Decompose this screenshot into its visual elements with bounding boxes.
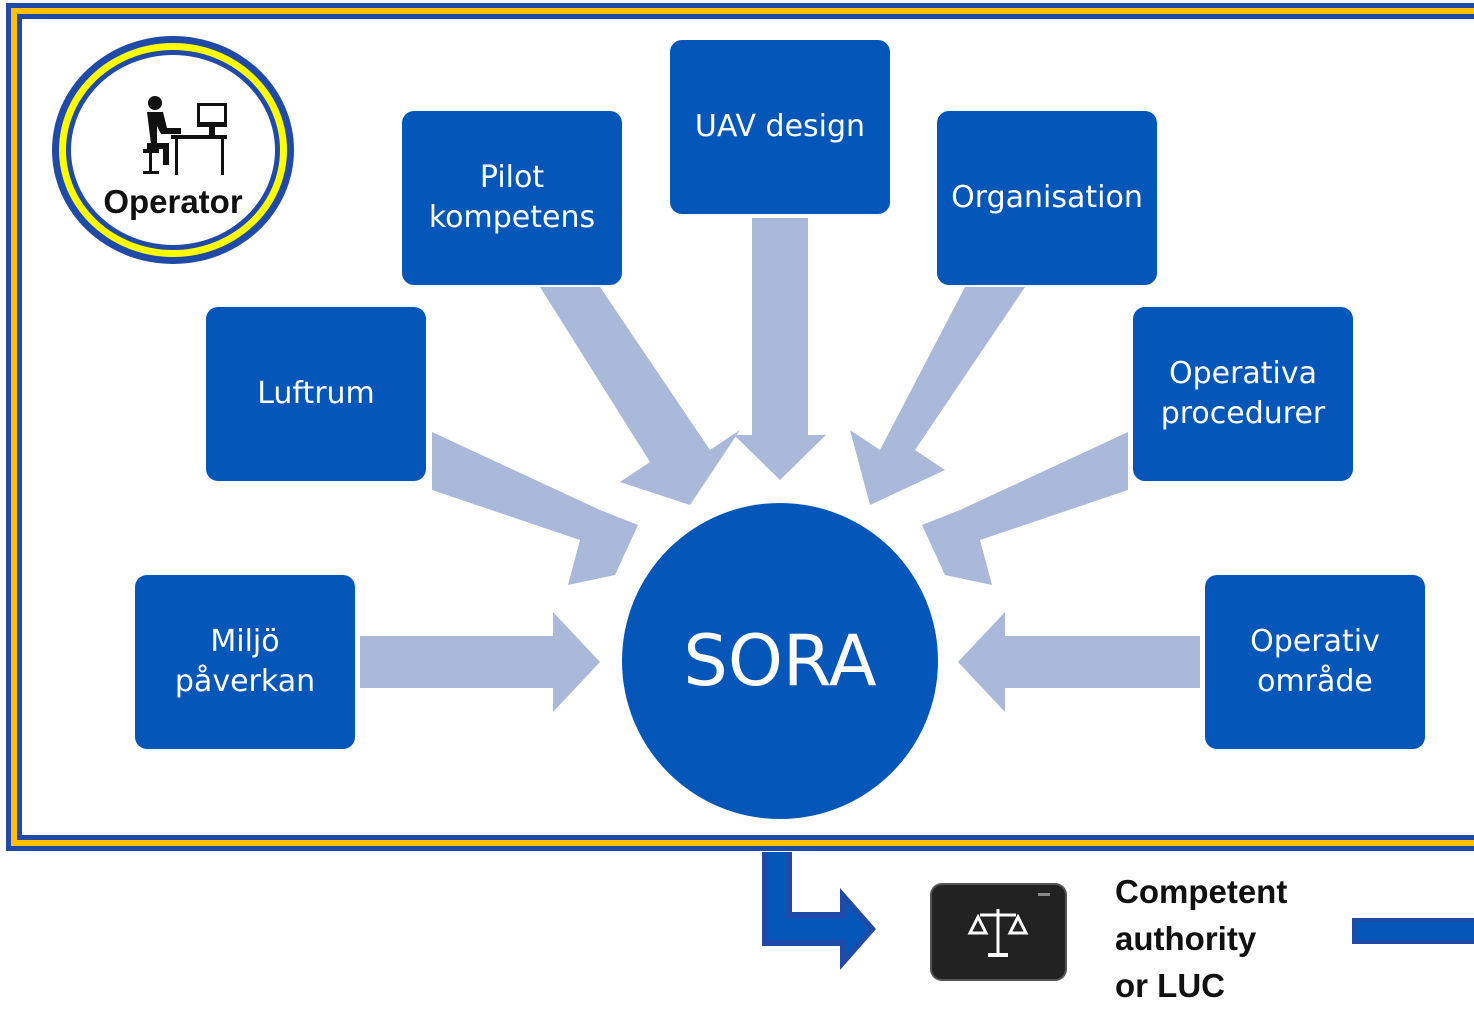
- sora-circle: SORA: [622, 503, 938, 819]
- operator-at-desk-icon: [143, 96, 227, 175]
- box-uav-design: UAV design: [670, 40, 890, 214]
- arrow-operativ-omrade: [958, 612, 1200, 712]
- box-organisation: Organisation: [937, 111, 1157, 285]
- operator-label: Operator: [103, 183, 243, 220]
- arrow-pilot-kompetens: [540, 287, 740, 505]
- scales-of-justice-icon: [930, 883, 1067, 981]
- box-miljo-paverkan: Miljö påverkan: [135, 575, 355, 749]
- box-pilot-kompetens: Pilot kompetens: [402, 111, 622, 285]
- operator-badge: Operator: [52, 36, 294, 264]
- authority-label: Competent authority or LUC: [1115, 873, 1288, 1004]
- box-luftrum: Luftrum: [206, 307, 426, 481]
- arrow-organisation: [850, 287, 1025, 505]
- arrow-miljo-paverkan: [360, 612, 600, 712]
- box-operativ-omrade: Operativ område: [1205, 575, 1425, 749]
- box-operativa-procedurer: Operativa procedurer: [1133, 307, 1353, 481]
- arrow-luftrum: [432, 432, 638, 585]
- arrow-uav-design: [734, 218, 826, 480]
- arrow-operativa-procedurer: [922, 432, 1128, 585]
